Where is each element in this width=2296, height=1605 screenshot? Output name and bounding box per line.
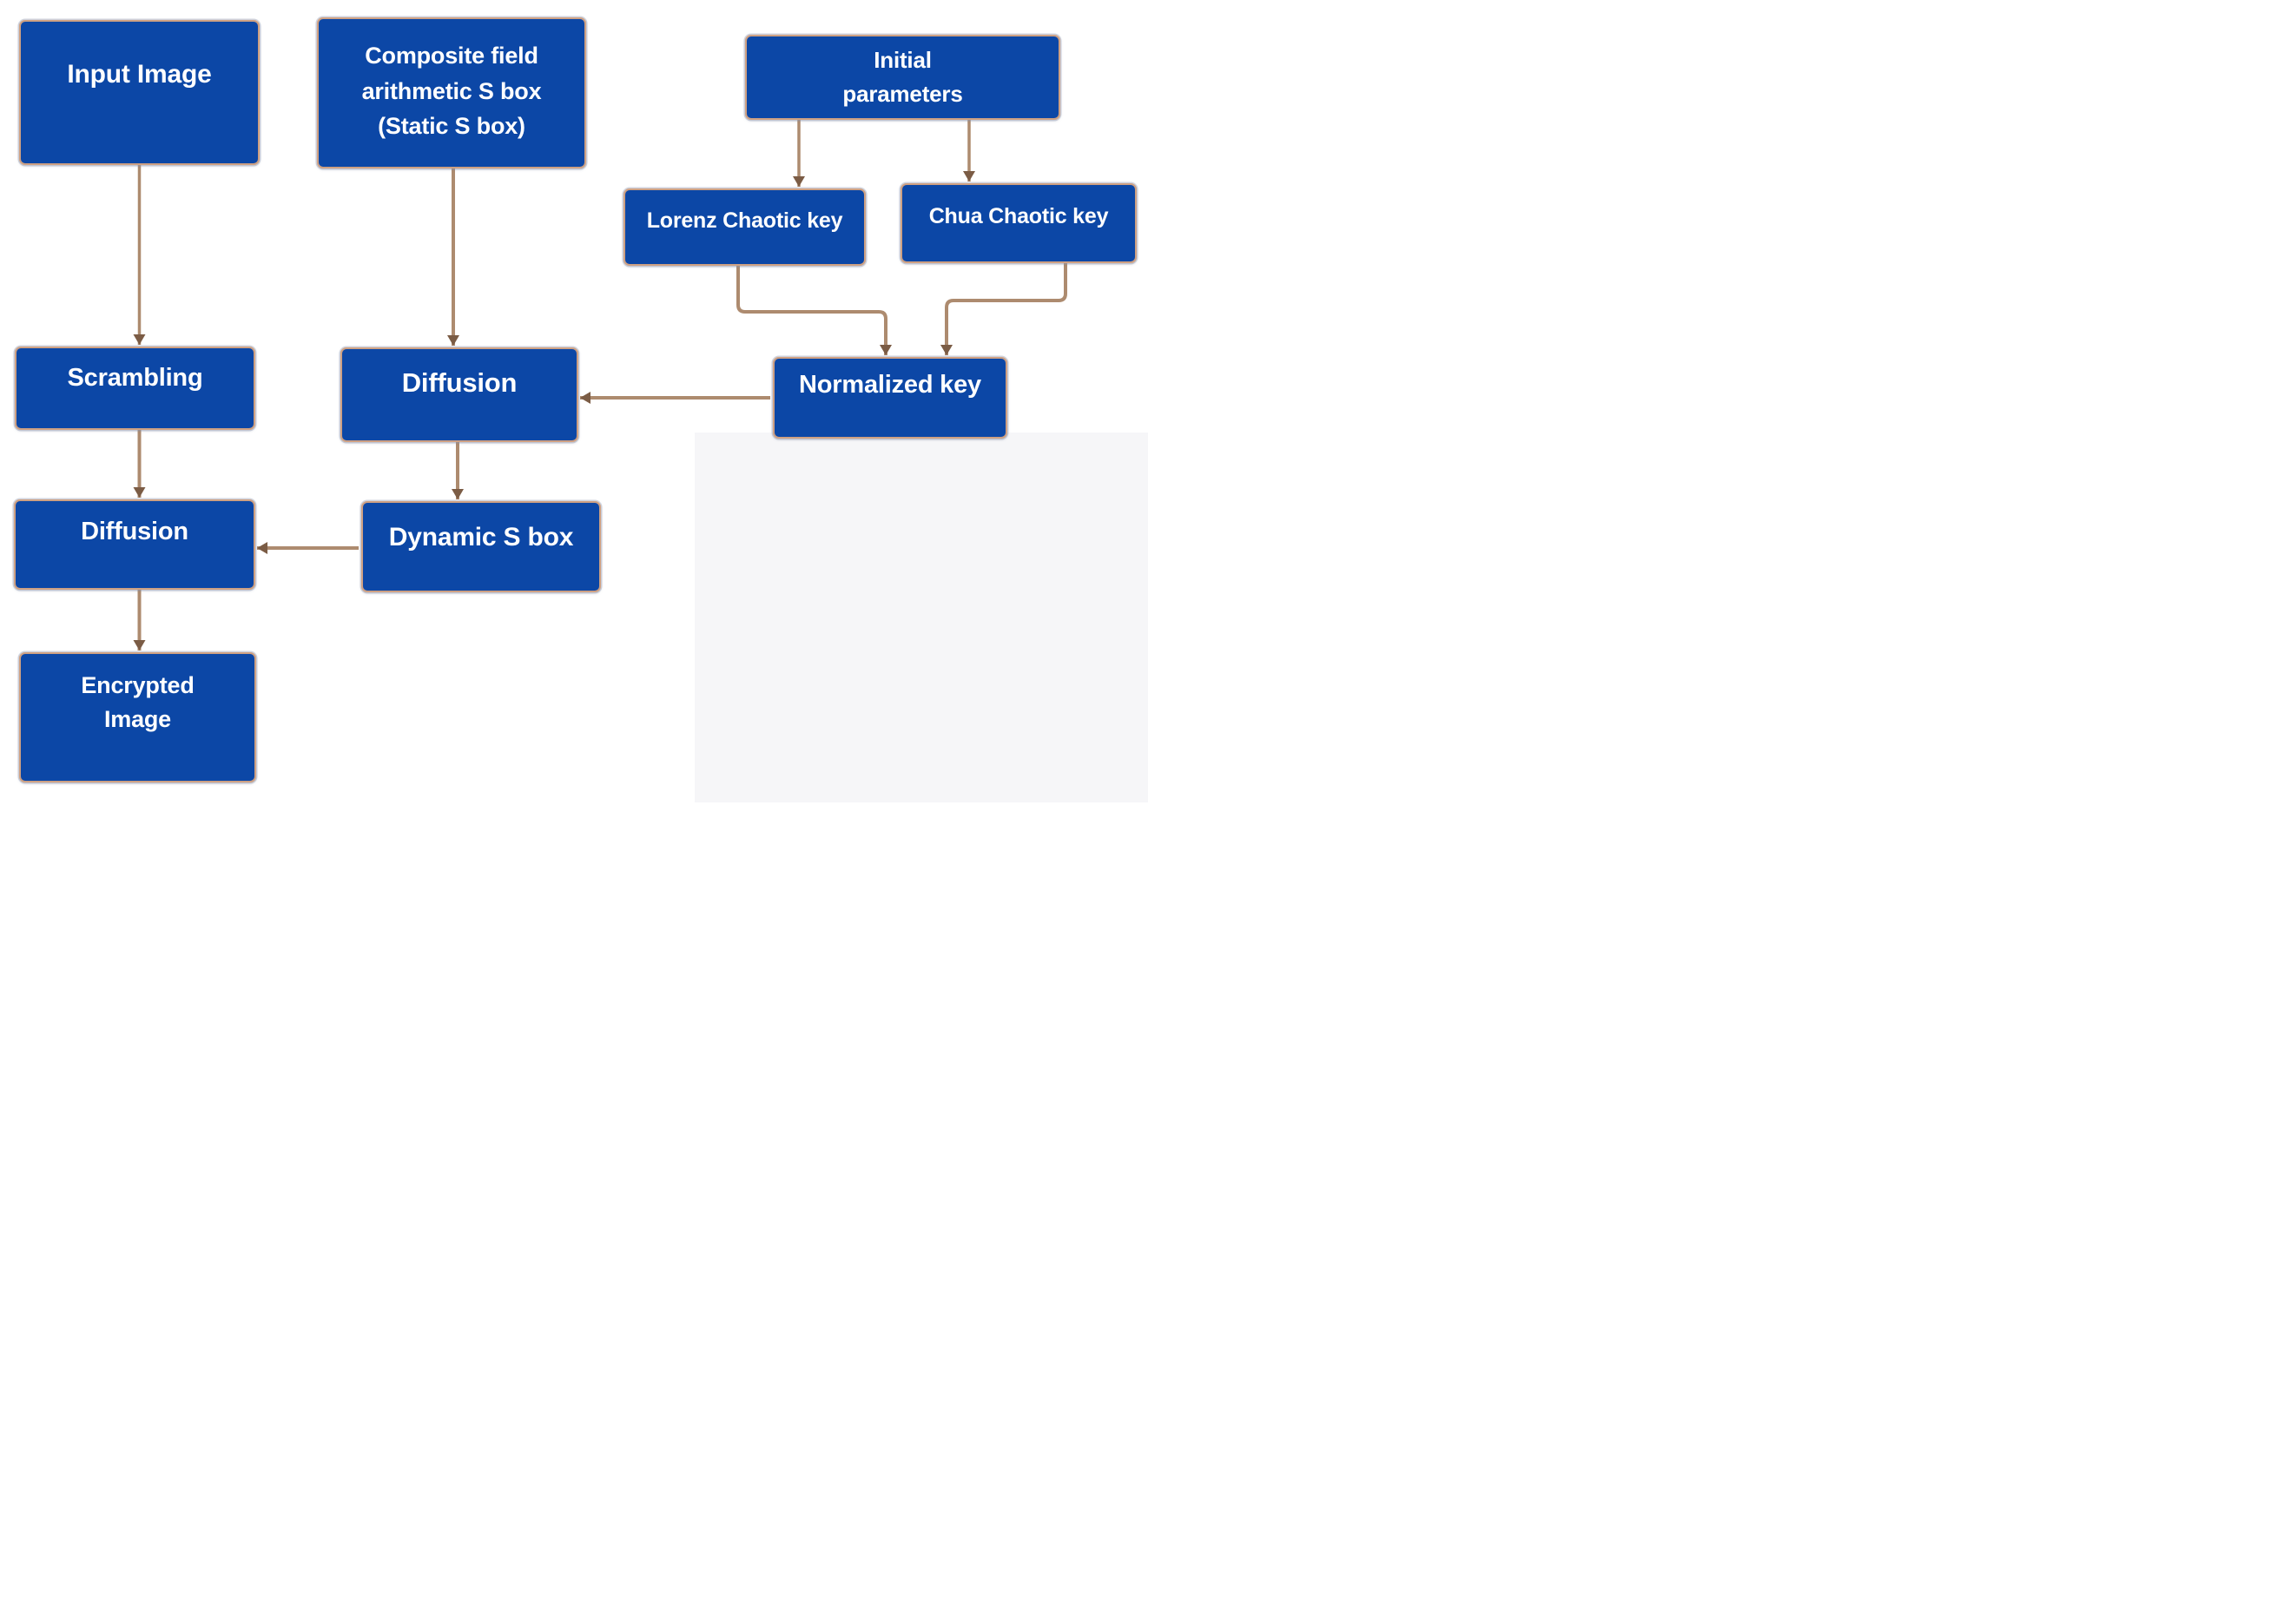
node-label: Normalized key [799,370,981,399]
node-composite-sbox: Composite field arithmetic S box (Static… [317,17,586,168]
edge-lorenz-to-normalized [736,266,892,355]
node-chua-key: Chua Chaotic key [901,183,1137,263]
node-dynamic-sbox: Dynamic S box [361,501,601,592]
node-label: Composite field arithmetic S box (Static… [361,43,542,140]
node-normalized-key: Normalized key [773,357,1007,439]
node-label: Lorenz Chaotic key [646,208,843,233]
node-initial-parameters: Initial parameters [745,35,1060,120]
node-label: Dynamic S box [388,522,574,552]
node-label: Encrypted Image [81,671,195,732]
flowchart-canvas: Input Image Composite field arithmetic S… [0,0,1148,802]
node-label: Chua Chaotic key [928,204,1109,229]
node-input-image: Input Image [19,20,260,165]
node-scrambling: Scrambling [15,347,255,430]
connector-layer [133,120,1067,651]
node-label: Scrambling [67,363,203,392]
node-label: Initial parameters [842,47,963,107]
node-label: Diffusion [401,367,518,399]
node-diffusion-left: Diffusion [14,499,255,590]
node-label: Input Image [67,59,212,89]
background-shade [695,433,1148,802]
node-label: Diffusion [81,517,188,545]
node-encrypted-image: Encrypted Image [19,652,256,783]
edge-chua-to-normalized [940,263,1067,355]
node-lorenz-key: Lorenz Chaotic key [623,188,866,266]
node-diffusion-mid: Diffusion [340,347,578,442]
